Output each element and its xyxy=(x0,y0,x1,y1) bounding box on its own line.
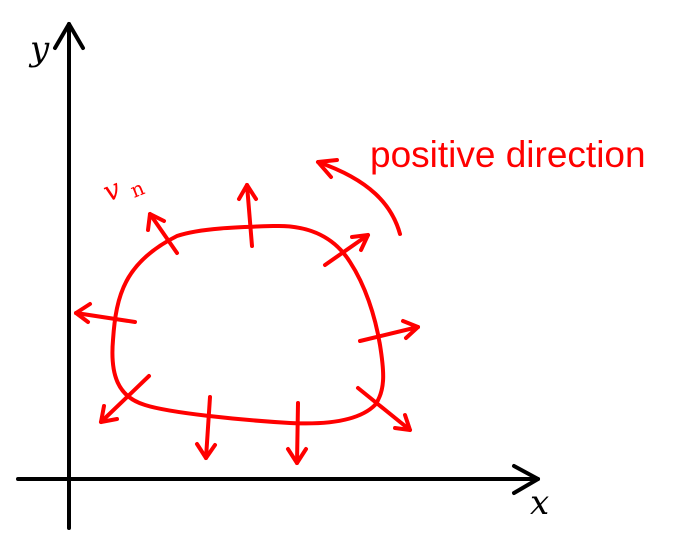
direction-label: positive direction xyxy=(370,134,646,175)
normal-vector-label: v n xyxy=(98,172,148,209)
direction-indicator: positive direction xyxy=(316,134,646,236)
normal-arrow-left xyxy=(74,302,137,324)
normal-symbol: v xyxy=(98,172,125,209)
axes: y x xyxy=(16,22,549,530)
normal-arrow-top-right xyxy=(323,233,370,267)
normal-arrow-top-left xyxy=(146,212,179,255)
direction-arrow xyxy=(316,160,402,236)
normal-arrow-bottom-left xyxy=(99,374,151,424)
normal-subscript: n xyxy=(127,176,148,203)
direction-arrowhead xyxy=(316,158,339,179)
y-axis-label: y xyxy=(28,29,50,69)
normal-arrow-bottom xyxy=(195,395,217,460)
x-axis-label: x xyxy=(530,483,549,523)
y-axis-arrowhead xyxy=(53,22,85,50)
normal-vectors xyxy=(74,183,420,465)
x-axis-arrowhead xyxy=(512,464,540,495)
closed-curve xyxy=(110,223,386,426)
normal-arrow-bottom-center xyxy=(286,401,308,465)
normal-arrow-right xyxy=(358,319,420,343)
normal-arrow-bottom-right xyxy=(356,386,412,432)
normal-arrow-top xyxy=(237,183,258,248)
